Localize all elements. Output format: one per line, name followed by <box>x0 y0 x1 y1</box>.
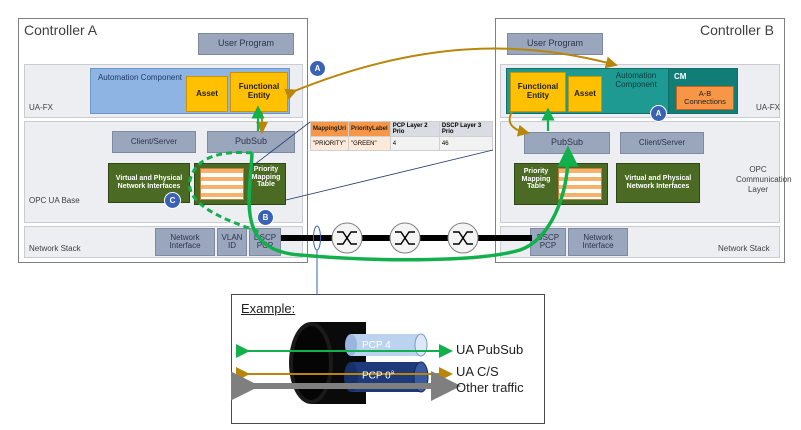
mapping-table-header-cell: DSCP Layer 3 Prio <box>438 121 494 137</box>
controller-b-title: Controller B <box>700 22 774 38</box>
pubsub-path <box>247 145 579 262</box>
controller-a-priority-mapping-label: Priority Mapping Table <box>251 166 281 189</box>
example-title: Example: <box>241 301 296 316</box>
controller-a-opc-ua-base-label: OPC UA Base <box>29 196 80 205</box>
controller-b-ua-fx-label: UA-FX <box>756 103 780 112</box>
mapping-table-cell: 46 <box>438 136 494 151</box>
marker-a-top: A <box>309 60 326 77</box>
example-ua-pubsub-label: UA PubSub <box>456 342 524 357</box>
marker-a-cm: A <box>650 105 667 122</box>
controller-a-user-program: User Program <box>198 33 294 55</box>
example-box <box>231 294 545 424</box>
example-ua-cs-label: UA C/S <box>456 364 499 379</box>
controller-b-automation-component-label: Automation Component <box>615 71 657 89</box>
mapping-table-cell: "PRIORITY" <box>310 136 349 151</box>
example-other-traffic-label: Other traffic <box>456 380 524 395</box>
cs-path-right <box>508 111 530 137</box>
mapping-table-header-cell: PCP Layer 2 Prio <box>389 121 440 137</box>
controller-a-vlan-id: VLAN ID <box>217 228 247 256</box>
example-pcp0-label: PCP 0a <box>362 370 394 381</box>
controller-a-virtual-nics: Virtual and Physical Network Interfaces <box>108 163 190 203</box>
controller-b-network-stack-label: Network Stack <box>718 244 770 253</box>
example-pcp0-text: PCP 0 <box>362 370 391 382</box>
controller-a-network-stack-label: Network Stack <box>29 244 81 253</box>
controller-a-functional-entity: Functional Entity <box>230 72 288 112</box>
controller-a-network-interface: Network Interface <box>155 228 215 256</box>
controller-a-client-server: Client/Server <box>112 131 196 153</box>
mapping-table-cell: 4 <box>389 136 440 151</box>
controller-b-network-interface: Network Interface <box>568 228 628 256</box>
controller-a-automation-component-label: Automation Component <box>97 73 183 82</box>
table-leader-bottom <box>285 149 494 201</box>
switch-3 <box>447 222 479 254</box>
controller-b-opc-comm-layer-label: OPC Communication Layer <box>736 165 792 194</box>
switch-1 <box>331 222 363 254</box>
controller-b-cm-label: CM <box>674 72 687 81</box>
controller-a-ua-fx-label: UA-FX <box>29 103 53 112</box>
controller-a-asset: Asset <box>186 76 228 112</box>
marker-c: C <box>164 192 181 209</box>
controller-a-title: Controller A <box>24 22 98 38</box>
mapping-table-cell: "GREEN" <box>348 136 391 151</box>
controller-b-virtual-nics: Virtual and Physical Network Interfaces <box>616 163 700 203</box>
mapping-table-row: "PRIORITY" "GREEN" 4 46 <box>310 136 494 151</box>
controller-b-client-server: Client/Server <box>620 132 704 154</box>
controller-b-priority-mapping-label: Priority Mapping Table <box>521 168 551 191</box>
example-pcp0-sup: a <box>390 370 395 376</box>
pubsub-path-dashed <box>188 150 261 234</box>
switch-2 <box>389 222 421 254</box>
controller-b-ab-connections: A-B Connections <box>676 86 734 110</box>
example-pcp4-label: PCP 4 <box>362 340 391 351</box>
example-cable-graphic <box>231 322 461 404</box>
marker-b: B <box>257 209 274 226</box>
mapping-table: MappingUri PriorityLabel PCP Layer 2 Pri… <box>310 121 494 151</box>
cs-path-top <box>284 47 618 100</box>
table-leader-top <box>249 121 311 169</box>
controller-a-priority-mapping-grid <box>200 168 244 200</box>
